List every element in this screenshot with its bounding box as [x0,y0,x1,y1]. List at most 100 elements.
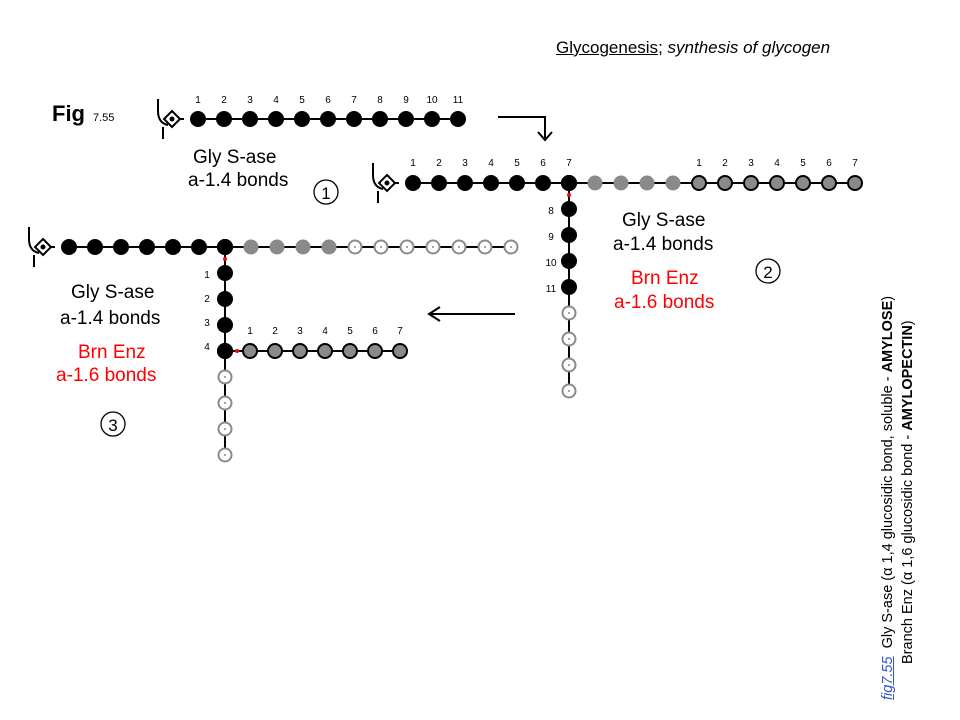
panel3-branch-bonds: a-1.6 bonds [56,365,156,386]
residue-number: 1 [696,158,702,169]
figure-label-number: 7.55 [93,112,114,124]
bead-dot [568,338,570,340]
caption-line1-text: Gly S-ase (α 1,4 glucosidic bond, solubl… [880,372,896,649]
glucose-bead-new [367,343,383,359]
glucose-bead [346,111,362,127]
panel2-branch-enzyme: Brn Enz [631,268,699,289]
glucose-bead-grey [321,239,337,255]
residue-number: 2 [204,294,210,305]
residue-number: 11 [546,284,557,295]
bead-dot [224,402,226,404]
bead-dot [458,246,460,248]
step-arrow-down-icon [498,116,546,138]
glucose-bead-grey [639,175,655,191]
page-title: Glycogenesis; synthesis of glycogen [556,38,830,58]
residue-number: 3 [462,158,468,169]
residue-number: 7 [351,95,357,106]
glucose-bead [561,175,577,191]
bead-dot [224,428,226,430]
glucose-bead [561,279,577,295]
residue-number: 4 [774,158,780,169]
glucose-bead-grey [269,239,285,255]
glucose-bead [320,111,336,127]
bead-dot [224,454,226,456]
glucose-bead [294,111,310,127]
residue-number: 1 [204,270,210,281]
glucose-bead [165,239,181,255]
residue-number: 10 [426,95,438,106]
residue-number: 6 [540,158,546,169]
glucose-bead [190,111,206,127]
panel2-enzyme: Gly S-ase [622,210,705,231]
residue-number: 9 [548,232,554,243]
caption: fig7.55 Gly S-ase (α 1,4 glucosidic bond… [878,94,938,700]
glucose-bead [405,175,421,191]
arrow-head-icon [427,306,441,322]
glucose-bead-new [317,343,333,359]
residue-number: 7 [566,158,572,169]
panel2-bonds: a-1.4 bonds [613,234,713,255]
glucose-bead [217,317,233,333]
glucose-bead-grey [295,239,311,255]
glucose-bead-new [769,175,785,191]
title-main: Glycogenesis [556,38,659,57]
residue-number: 3 [748,158,754,169]
residue-number: 6 [826,158,832,169]
glucose-bead-new [743,175,759,191]
bead-dot [568,312,570,314]
glucose-bead-new [292,343,308,359]
panel3-step-circle [100,411,126,437]
glucose-bead [424,111,440,127]
primer-core [169,116,175,122]
caption-line1-end: ) [880,295,896,301]
panel1-step-circle [313,179,339,205]
residue-number: 8 [548,206,554,217]
glucose-bead [217,343,233,359]
residue-number: 4 [322,326,328,337]
figure-link[interactable]: fig7.55 [880,656,896,700]
branch-point-marker [223,257,227,261]
glucose-bead [217,265,233,281]
residue-number: 1 [410,158,416,169]
glucose-bead [457,175,473,191]
residue-number: 10 [545,258,557,269]
residue-number: 7 [852,158,858,169]
glucose-bead-grey [665,175,681,191]
residue-number: 8 [377,95,383,106]
panel1-enzyme: Gly S-ase [193,147,276,168]
glucose-bead-new [717,175,733,191]
residue-number: 2 [272,326,278,337]
title-separator: ; [658,38,668,57]
branch-point-marker [235,349,239,353]
glucose-bead-grey [243,239,259,255]
bead-dot [224,376,226,378]
caption-line-2: Branch Enz (α 1,6 glucosidic bond - AMYL… [898,94,918,700]
panel3-bonds: a-1.4 bonds [60,308,160,329]
glucose-bead-grey [613,175,629,191]
bead-dot [568,364,570,366]
glucose-bead-new [342,343,358,359]
bead-dot [510,246,512,248]
glucose-bead-grey [587,175,603,191]
residue-number: 5 [800,158,806,169]
bead-dot [354,246,356,248]
residue-number: 5 [299,95,305,106]
caption-line1-bold: AMYLOSE [880,300,896,373]
glucose-bead [509,175,525,191]
panel2-step-circle [755,258,781,284]
panel2-branch-bonds: a-1.6 bonds [614,292,714,313]
glucose-bead [431,175,447,191]
glycogenin-icon [157,99,169,126]
glucose-bead-new [795,175,811,191]
glucose-bead [450,111,466,127]
glucose-bead [139,239,155,255]
bead-dot [432,246,434,248]
residue-number: 11 [453,95,464,106]
glucose-bead-new [392,343,408,359]
glucose-bead [191,239,207,255]
glucose-bead-new [242,343,258,359]
glucose-bead [217,291,233,307]
residue-number: 4 [273,95,279,106]
panel3-enzyme: Gly S-ase [71,282,154,303]
